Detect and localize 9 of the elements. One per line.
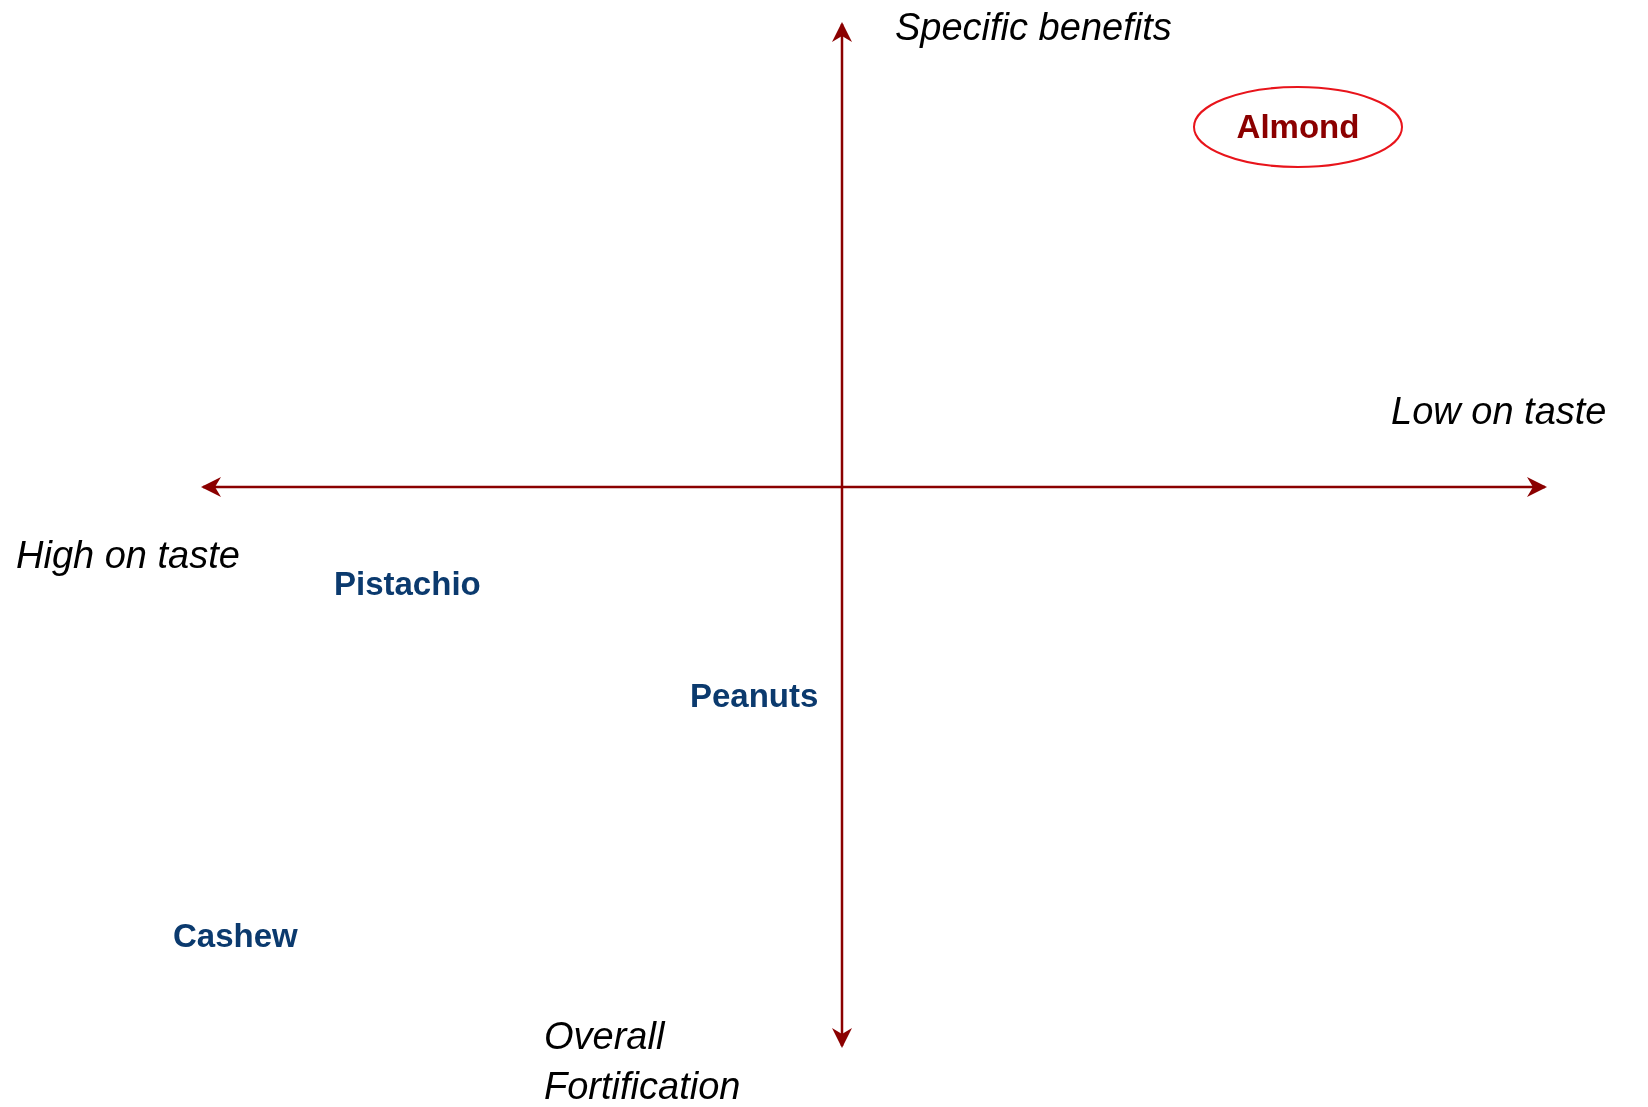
axis-label: Low on taste [1391, 389, 1607, 434]
item-label: Cashew [173, 916, 298, 956]
axis-label: High on taste [16, 533, 240, 578]
highlight-ellipse [1192, 85, 1404, 169]
item-label: Peanuts [690, 676, 819, 716]
axis-label: Specific benefits [895, 5, 1172, 50]
item-label: Almond [1235, 108, 1361, 146]
item-label: Pistachio [334, 564, 481, 604]
axis-label: Overall Fortification [544, 1014, 742, 1107]
